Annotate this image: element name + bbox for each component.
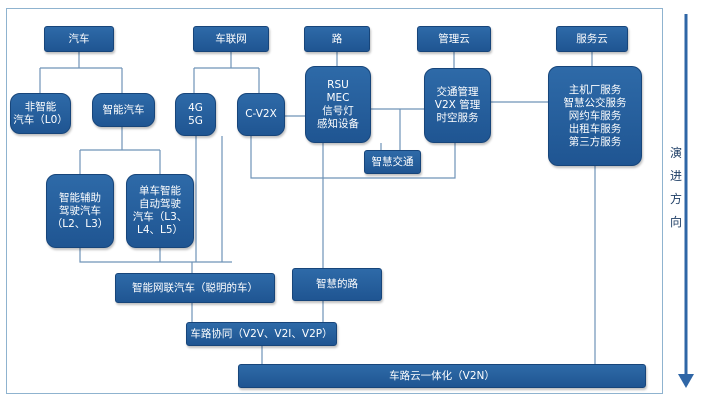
service-cloud-label: 服务云 — [576, 32, 608, 45]
smart-car-label: 智能汽车 — [102, 103, 145, 116]
assisted-line-1: 智能辅助 — [59, 191, 101, 204]
services-box: 主机厂服务 智慧公交服务 网约车服务 出租车服务 第三方服务 — [548, 66, 642, 166]
connector-cv2x-long — [250, 136, 456, 179]
cv2x-box: C-V2X — [237, 93, 285, 136]
rsu-label: RSU — [327, 78, 349, 91]
mgmt-cloud-box: 管理云 — [417, 26, 491, 52]
non-smart-car-line-1: 非智能 — [24, 100, 57, 113]
4g-5g-box: 4G 5G — [175, 93, 216, 136]
assisted-line-2: 驾驶汽车 — [59, 204, 101, 217]
connector-mgmt-st — [399, 109, 419, 153]
assisted-line-3: （L2、L3） — [51, 217, 109, 230]
autonomous-line-3: 汽车（L3、 — [132, 211, 188, 223]
diagram-frame — [6, 8, 663, 394]
signal-light-label: 信号灯 — [322, 104, 354, 117]
autonomous-line-1: 单车智能 — [139, 185, 181, 197]
evolution-char-4: 向 — [669, 215, 682, 229]
5g-label: 5G — [188, 114, 203, 127]
v2n-label: 车路云一体化（V2N） — [389, 369, 495, 382]
evolution-arrow — [678, 14, 694, 388]
road-box: 路 — [304, 26, 370, 52]
vehicle-road-box: 车路协同（V2V、V2I、V2P） — [186, 322, 337, 346]
service-line-5: 第三方服务 — [568, 135, 622, 148]
vehicle-road-label: 车路协同（V2V、V2I、V2P） — [190, 327, 333, 340]
autonomous-line-2: 自动驾驶 — [139, 198, 181, 210]
telematics-box: 车联网 — [193, 26, 269, 52]
traffic-mgmt-box: 交通管理 V2X 管理 时空服务 — [424, 68, 491, 143]
autonomous-line-4: L4、L5） — [136, 224, 184, 236]
smart-traffic-box: 智慧交通 — [364, 150, 421, 174]
smart-car-box: 智能汽车 — [92, 93, 155, 127]
road-label: 路 — [331, 32, 343, 45]
service-cloud-box: 服务云 — [556, 26, 628, 52]
telematics-label: 车联网 — [215, 32, 247, 45]
evolution-char-3: 方 — [669, 192, 682, 206]
non-smart-car-line-2: 汽车（L0） — [13, 113, 68, 126]
service-line-4: 出租车服务 — [568, 122, 622, 135]
smart-road-box: 智慧的路 — [292, 268, 382, 301]
4g-label: 4G — [188, 101, 203, 114]
car-label: 汽车 — [68, 32, 90, 45]
traffic-mgmt-line-3: 时空服务 — [436, 112, 479, 124]
assisted-driving-box: 智能辅助 驾驶汽车 （L2、L3） — [46, 174, 114, 248]
icv-label: 智能网联汽车（聪明的车） — [132, 281, 258, 294]
evolution-direction-label: 演 进 方 向 — [668, 142, 684, 234]
smart-road-label: 智慧的路 — [316, 278, 358, 290]
mgmt-cloud-label: 管理云 — [438, 32, 470, 45]
autonomous-box: 单车智能 自动驾驶 汽车（L3、 L4、L5） — [126, 174, 194, 248]
traffic-mgmt-line-1: 交通管理 — [436, 86, 479, 98]
car-box: 汽车 — [44, 26, 114, 52]
smart-traffic-label: 智慧交通 — [371, 155, 414, 168]
road-infra-box: RSU MEC 信号灯 感知设备 — [305, 66, 371, 143]
service-line-1: 主机厂服务 — [568, 83, 622, 96]
evolution-char-2: 进 — [669, 169, 682, 183]
mec-label: MEC — [326, 91, 350, 104]
traffic-mgmt-line-2: V2X 管理 — [434, 99, 481, 111]
non-smart-car-box: 非智能 汽车（L0） — [10, 93, 71, 134]
v2n-box: 车路云一体化（V2N） — [238, 364, 646, 388]
icv-box: 智能网联汽车（聪明的车） — [115, 273, 275, 303]
connector-assist-icv — [79, 248, 232, 263]
service-line-3: 网约车服务 — [568, 109, 622, 122]
service-line-2: 智慧公交服务 — [563, 96, 627, 109]
cv2x-label: C-V2X — [245, 108, 277, 120]
sensor-device-label: 感知设备 — [317, 117, 359, 130]
evolution-char-1: 演 — [669, 146, 682, 160]
